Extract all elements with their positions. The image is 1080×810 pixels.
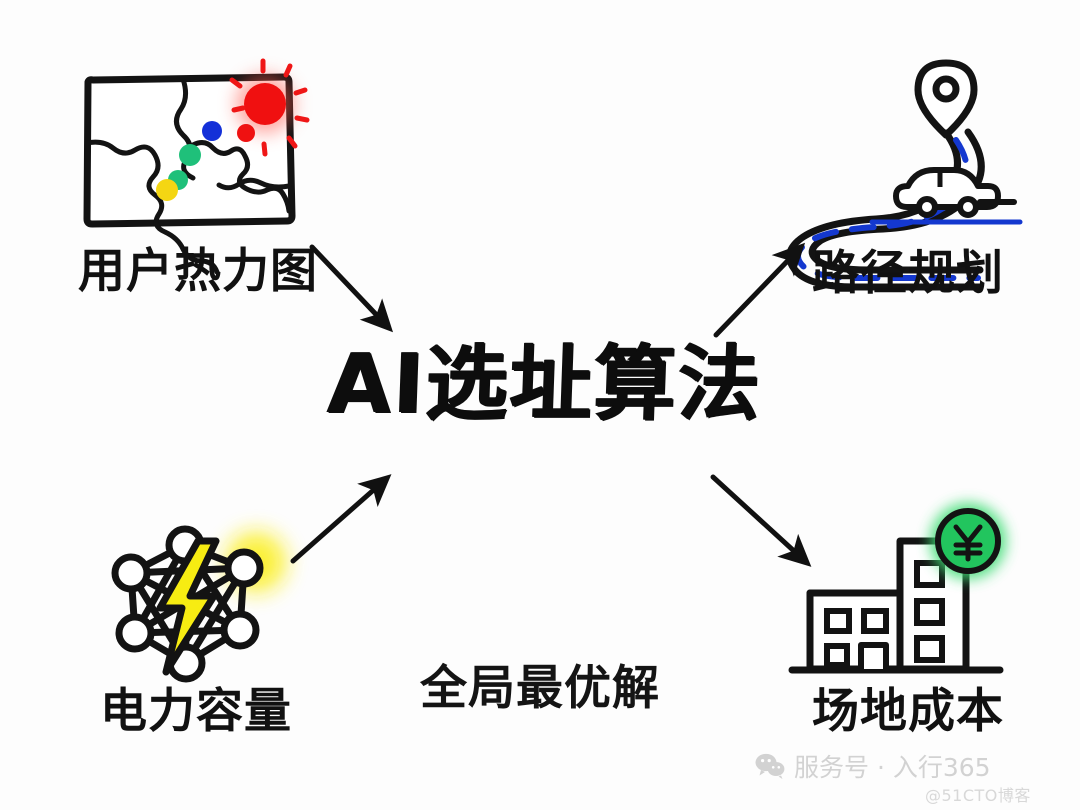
node-label-power: 电力容量 — [100, 684, 292, 739]
node-label-cost: 场地成本 — [812, 684, 1004, 739]
watermark-credit: @51CTO博客 — [925, 786, 1031, 805]
car-icon — [893, 167, 1017, 218]
center-title: AI选址算法 — [326, 337, 764, 432]
node-label-heatmap: 用户热力图 — [78, 244, 318, 299]
power-capacity-icon — [111, 525, 286, 683]
watermark: 服务号 · 入行365 — [755, 748, 991, 784]
arrow-center-to-cost — [710, 474, 812, 567]
node-label-route: 路径规划 — [812, 246, 1004, 301]
arrow-power-to-center — [290, 474, 392, 564]
user-heatmap-icon — [83, 58, 310, 275]
site-cost-icon — [788, 503, 1006, 674]
center-subtitle: 全局最优解 — [420, 661, 660, 716]
wechat-icon — [755, 753, 785, 779]
arrow-center-to-route — [713, 242, 806, 338]
watermark-account: 服务号 · 入行365 — [794, 753, 991, 782]
arrow-heatmap-to-center — [309, 244, 394, 333]
yen-coin-badge — [930, 503, 1006, 579]
